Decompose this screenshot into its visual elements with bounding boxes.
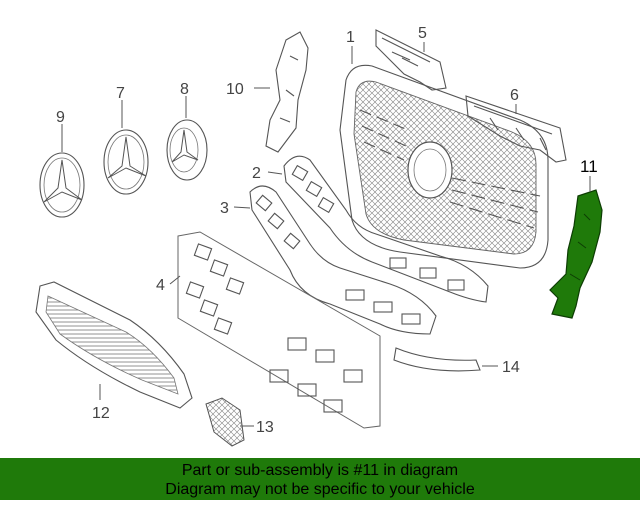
part-9-star-badge[interactable]	[39, 152, 85, 218]
callout-4[interactable]: 4	[156, 277, 165, 294]
callout-14[interactable]: 14	[502, 359, 520, 376]
callout-1[interactable]: 1	[346, 29, 355, 46]
part-5-bracket[interactable]	[375, 29, 447, 91]
part-14-strip[interactable]	[393, 347, 481, 372]
callout-11[interactable]: 11	[580, 157, 598, 176]
part-7-star-emblem[interactable]	[103, 129, 149, 195]
part-8-emblem[interactable]	[166, 119, 208, 181]
part-6-bracket[interactable]	[465, 95, 567, 163]
part-4-insert-set[interactable]	[177, 231, 381, 429]
callout-13[interactable]: 13	[256, 419, 274, 436]
leader-lines	[61, 42, 591, 427]
callout-6[interactable]: 6	[510, 87, 519, 104]
part-10-bracket[interactable]	[265, 31, 309, 153]
info-banner: Part or sub-assembly is #11 in diagram D…	[0, 458, 640, 500]
part-11-bracket-highlighted[interactable]	[549, 189, 603, 319]
part-2-trim[interactable]	[283, 155, 489, 303]
callout-7[interactable]: 7	[116, 85, 125, 102]
callout-3[interactable]: 3	[220, 200, 229, 217]
callout-12[interactable]: 12	[92, 405, 110, 422]
callout-2[interactable]: 2	[252, 165, 261, 182]
callout-9[interactable]: 9	[56, 109, 65, 126]
callout-8[interactable]: 8	[180, 81, 189, 98]
part-3-trim[interactable]	[249, 185, 437, 335]
parts-diagram: 1 2 3 4 5 6 7 8 9 10 11 12 13 14	[35, 25, 603, 447]
banner-line-1: Part or sub-assembly is #11 in diagram	[181, 462, 459, 479]
part-1-grille[interactable]	[339, 64, 549, 269]
banner-line-2: Diagram may not be specific to your vehi…	[165, 481, 475, 498]
part-12-lower-grille[interactable]	[35, 281, 193, 409]
callout-10[interactable]: 10	[226, 81, 244, 98]
part-13-insert[interactable]	[205, 397, 245, 447]
callout-5[interactable]: 5	[418, 25, 427, 42]
